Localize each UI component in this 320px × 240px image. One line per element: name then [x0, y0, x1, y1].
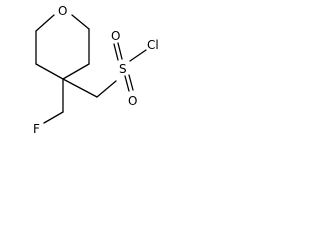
double-bond-s-o-top-b [117, 42, 123, 60]
tetrahydropyran-ring [35, 14, 90, 80]
fluorine-label: F [33, 122, 40, 136]
bond-o-c-right [71, 14, 90, 30]
bond-c-left-o [35, 14, 55, 32]
bond-ch2-sulfur [96, 80, 117, 98]
double-bond-s-o-top-a [113, 43, 119, 61]
chemical-structure-diagram: O S O O Cl F [33, 4, 159, 136]
sulfonyl-oxygen-top-label: O [111, 29, 120, 43]
bond-quaternary-c-left [35, 63, 64, 80]
sulfonyl-oxygen-bottom-label: O [128, 94, 137, 108]
bond-quaternary-c-right [62, 63, 90, 80]
bond-ch2-fluorine [43, 111, 64, 124]
ring-oxygen-label: O [58, 4, 67, 18]
bond-quaternary-c-ch2 [62, 78, 98, 98]
sulfur-label: S [119, 62, 127, 76]
double-bond-s-o-bottom-a [124, 75, 130, 92]
double-bond-s-o-bottom-b [128, 74, 134, 91]
chlorine-label: Cl [147, 38, 159, 52]
bond-sulfur-chlorine [129, 49, 147, 62]
